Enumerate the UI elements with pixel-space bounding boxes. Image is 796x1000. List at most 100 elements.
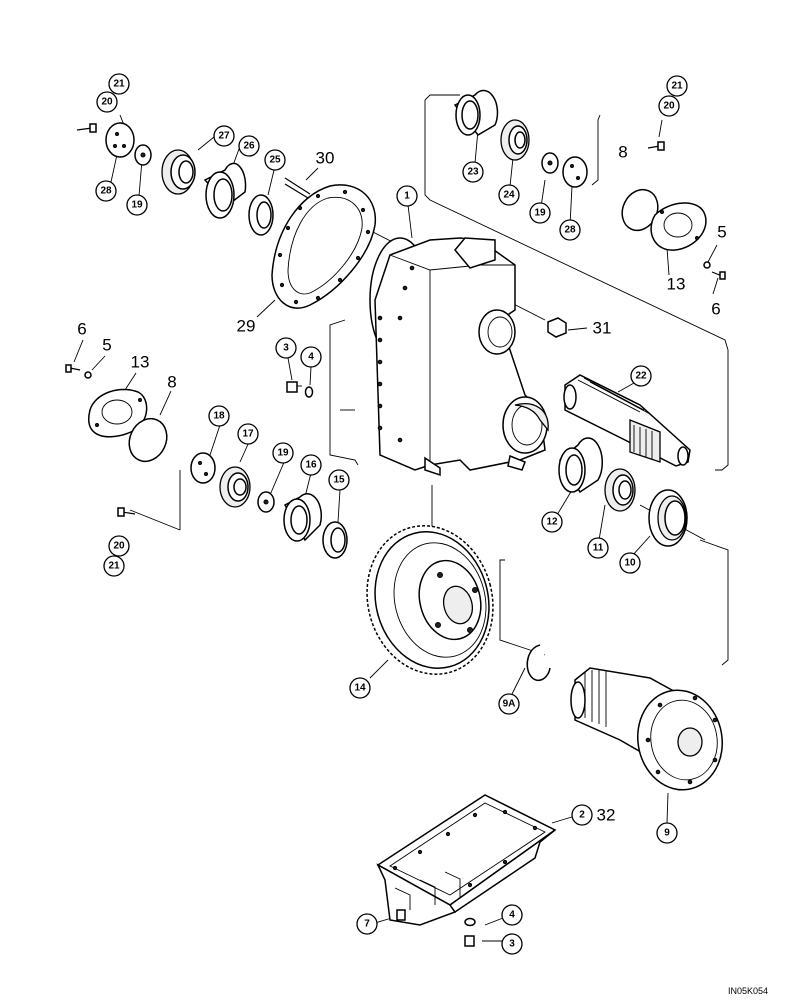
callout-circle — [126, 194, 148, 216]
callout-28: 28 — [95, 180, 117, 202]
callout-20: 20 — [658, 95, 680, 117]
retainer-plate-28-left — [105, 122, 135, 158]
retainer-plate-28-right — [562, 156, 588, 188]
callout-circle — [300, 454, 322, 476]
callout-number: 20 — [101, 97, 113, 108]
callout-3: 3 — [501, 933, 523, 955]
part-number-label-8: 8 — [167, 373, 176, 392]
callout-4: 4 — [300, 346, 322, 368]
callout-28: 28 — [559, 219, 581, 241]
callout-17: 17 — [237, 423, 259, 445]
callout-number: 24 — [503, 190, 515, 201]
callout-2: 2 — [571, 804, 593, 826]
callout-circle — [559, 219, 581, 241]
callout-15: 15 — [328, 469, 350, 491]
bearing-cone-11 — [604, 468, 636, 512]
bearing-cup-23 — [453, 89, 499, 136]
callout-22: 22 — [630, 365, 652, 387]
callout-number: 15 — [333, 475, 345, 486]
callout-number: 20 — [113, 541, 125, 552]
callout-21: 21 — [666, 75, 688, 97]
callout-circle — [300, 346, 322, 368]
callout-24: 24 — [498, 184, 520, 206]
callout-circle — [356, 913, 378, 935]
callout-19: 19 — [272, 442, 294, 464]
plug-3-pan — [464, 935, 475, 947]
bearing-cone-24 — [500, 119, 530, 161]
stud-30 — [284, 177, 311, 199]
part-number-label-30: 30 — [316, 149, 335, 168]
nut-31 — [547, 317, 567, 338]
callout-circle — [658, 95, 680, 117]
callout-circle — [571, 804, 593, 826]
bearing-cone-27 — [161, 149, 196, 195]
callout-number: 9 — [664, 828, 670, 839]
callout-number: 3 — [509, 939, 515, 950]
bolt-6-left — [65, 364, 81, 373]
callout-number: 19 — [277, 448, 289, 459]
callout-20: 20 — [108, 535, 130, 557]
callout-circle — [349, 677, 371, 699]
callout-number: 26 — [243, 141, 255, 152]
callout-number: 21 — [113, 79, 125, 90]
callout-circle — [103, 555, 125, 577]
callout-19: 19 — [126, 194, 148, 216]
callout-circle — [501, 933, 523, 955]
seal-10 — [648, 489, 688, 547]
callout-number: 19 — [131, 200, 143, 211]
retainer-plate-18 — [190, 452, 216, 484]
bolt-top-left — [76, 123, 97, 133]
callout-number: 28 — [100, 186, 112, 197]
shim-19-middle — [257, 491, 275, 513]
callout-number: 21 — [671, 81, 683, 92]
output-shaft-9 — [570, 667, 724, 791]
callout-circle — [264, 149, 286, 171]
callout-23: 23 — [462, 161, 484, 183]
callout-number: 16 — [305, 460, 317, 471]
callout-number: 20 — [663, 101, 675, 112]
callout-number: 25 — [269, 155, 281, 166]
callout-26: 26 — [238, 135, 260, 157]
part-number-label-8: 8 — [618, 143, 627, 162]
callout-circle — [237, 423, 259, 445]
callout-20: 20 — [96, 91, 118, 113]
callout-circle — [95, 180, 117, 202]
part-number-label-5: 5 — [717, 223, 726, 242]
oring-4-pan — [464, 917, 476, 927]
callout-number: 21 — [108, 561, 120, 572]
callout-circle — [108, 535, 130, 557]
callout-circle — [587, 537, 609, 559]
callout-number: 14 — [354, 683, 366, 694]
bearing-cup-26 — [203, 162, 247, 219]
callout-14: 14 — [349, 677, 371, 699]
shim-19-left — [134, 144, 152, 166]
housing-1 — [369, 237, 549, 477]
callout-circle — [238, 135, 260, 157]
callout-7: 7 — [356, 913, 378, 935]
bolt-left-bottom — [117, 507, 136, 517]
bolt-6-right — [711, 271, 726, 280]
callout-circle — [213, 125, 235, 147]
callout-21: 21 — [108, 73, 130, 95]
callout-circle — [328, 469, 350, 491]
gear-14 — [366, 525, 494, 675]
callout-19: 19 — [529, 202, 551, 224]
callout-number: 3 — [283, 343, 289, 354]
callout-number: 23 — [467, 167, 479, 178]
cover-13-left — [87, 388, 148, 438]
callout-number: 12 — [546, 517, 558, 528]
cover-13-right — [650, 202, 707, 251]
callout-number: 4 — [509, 910, 515, 921]
bearing-cup-16 — [283, 493, 322, 542]
bolt-top-right — [647, 141, 665, 151]
callout-number: 9A — [503, 699, 516, 710]
callout-circle — [462, 161, 484, 183]
shaft-22 — [563, 374, 691, 467]
callout-3: 3 — [275, 337, 297, 359]
callout-number: 1 — [404, 191, 410, 202]
part-number-label-29: 29 — [237, 317, 256, 336]
drain-plug-7 — [396, 909, 406, 921]
part-number-label-13: 13 — [667, 275, 686, 294]
callout-labels: 2120281927262523241928212013422181719161… — [95, 73, 688, 955]
